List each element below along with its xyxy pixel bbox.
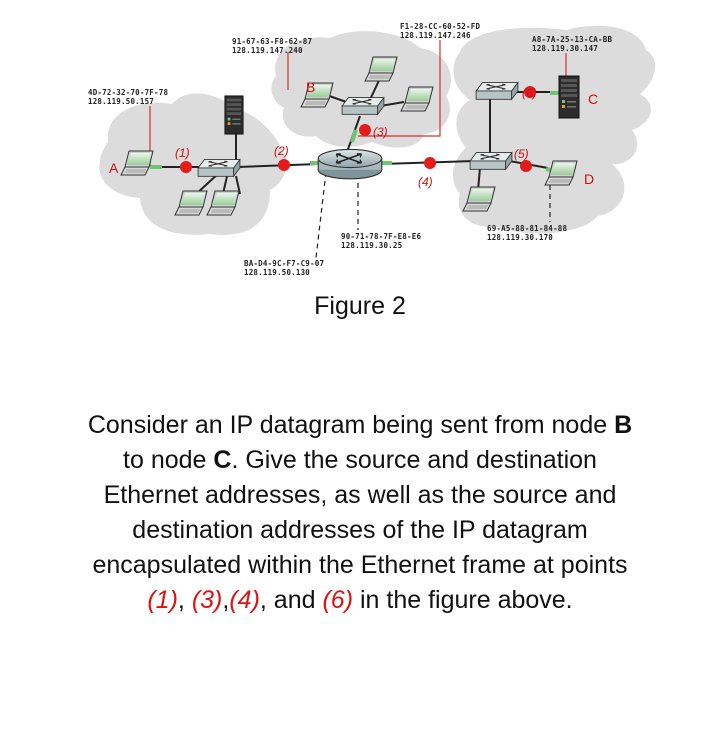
addr-router-top-mac: F1-28-CC-60-52-FD <box>400 22 480 31</box>
question-separator-2: , <box>222 586 230 614</box>
point-3-label: (3) <box>373 125 388 139</box>
addr-b-mac: 91-67-63-F8-62-87 <box>232 37 312 46</box>
question-part-1: Consider an IP datagram being sent from … <box>87 411 615 439</box>
point-1-label: (1) <box>175 146 190 160</box>
point-6-label: (6) <box>522 86 537 100</box>
addr-router-left-mac: BA-D4-9C-F7-C9-07 <box>244 259 324 268</box>
addr-router-right-ip: 128.119.30.25 <box>341 241 402 250</box>
node-d-label: D <box>584 171 594 187</box>
question-point-3: (3) <box>191 586 223 614</box>
node-c-label: C <box>588 91 598 107</box>
addr-b-ip: 128.119.147.240 <box>232 46 303 55</box>
question-node-b: B <box>614 411 633 439</box>
question-part-5: in the figure above. <box>353 586 573 614</box>
question-part-4: , and <box>259 586 323 614</box>
question-separator-1: , <box>177 586 192 614</box>
addr-router-right-mac: 90-71-78-7F-E8-E6 <box>341 232 421 241</box>
point-2-marker <box>278 159 290 171</box>
question-node-c: C <box>213 446 232 474</box>
point-5-label: (5) <box>514 147 529 161</box>
addr-a-ip: 128.119.50.157 <box>88 97 154 106</box>
addr-router-left-ip: 128.119.50.130 <box>244 268 310 277</box>
addr-router-top-ip: 128.119.147.246 <box>400 31 471 40</box>
point-1-marker <box>180 161 192 173</box>
question-text: Consider an IP datagram being sent from … <box>80 408 640 618</box>
point-4-label: (4) <box>418 175 433 189</box>
addr-d-ip: 128.119.30.170 <box>487 233 553 242</box>
question-part-2: to node <box>123 446 214 474</box>
node-a-label: A <box>109 160 119 176</box>
subnet-right-cloud <box>452 25 656 234</box>
question-part-3: . Give the source and destination Ethern… <box>92 446 628 579</box>
subnet-top-cloud <box>271 31 451 148</box>
point-3-marker <box>359 124 371 136</box>
point-2-label: (2) <box>274 144 289 158</box>
point-4-marker <box>424 157 436 169</box>
addr-c-mac: A8-7A-25-13-CA-BB <box>532 35 612 44</box>
question-point-1: (1) <box>147 586 178 614</box>
point-6-marker <box>524 86 536 98</box>
figure-caption: Figure 2 <box>314 292 406 320</box>
network-diagram: (1) (2) (3) (4) (5) (6) A B C D 4D-72-32… <box>88 22 656 277</box>
addr-d-mac: 69-A5-88-81-84-88 <box>487 224 567 233</box>
question-point-4: (4) <box>229 586 260 614</box>
question-point-6: (6) <box>322 586 354 614</box>
point-5-marker <box>520 160 532 172</box>
node-b-label: B <box>306 79 315 95</box>
addr-a-mac: 4D-72-32-70-7F-78 <box>88 88 168 97</box>
addr-c-ip: 128.119.30.147 <box>532 44 598 53</box>
